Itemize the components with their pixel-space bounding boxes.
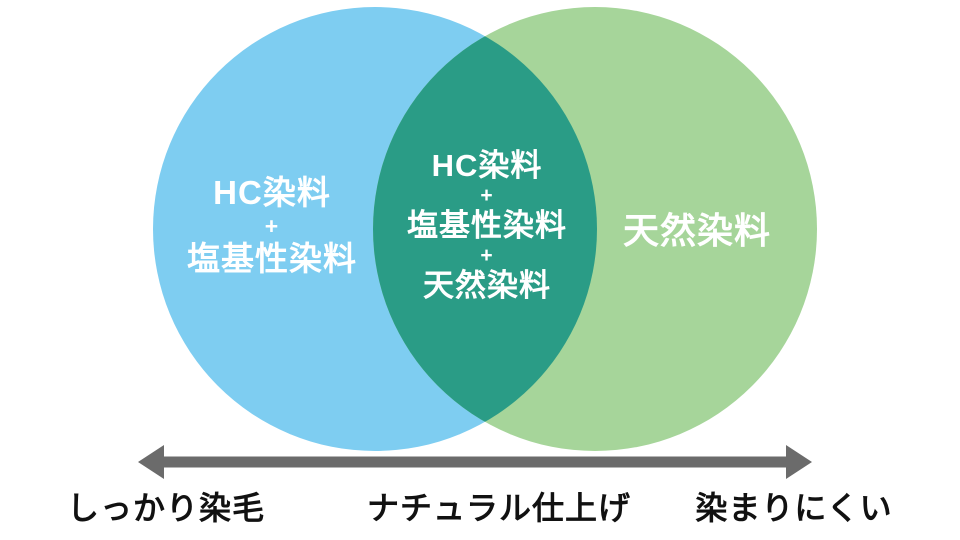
overlap-label-plus-1: +: [480, 184, 494, 207]
overlap-region: [373, 7, 597, 451]
right-circle-label: 天然染料: [622, 210, 772, 251]
overlap-label-line-1: HC染料: [431, 148, 543, 183]
overlap-label: HC染料 + 塩基性染料 + 天然染料: [407, 149, 567, 303]
overlap-label-plus-2: +: [480, 244, 494, 267]
axis-label-right: 染まりにくい: [695, 490, 893, 526]
overlap-label-line-3: 天然染料: [423, 268, 551, 303]
axis-label-left: しっかり染毛: [66, 490, 266, 526]
left-label-line-1: HC染料: [213, 174, 331, 211]
left-label-line-2: 塩基性染料: [187, 240, 357, 277]
spectrum-double-arrow: [138, 445, 812, 479]
left-label-plus: +: [264, 213, 280, 239]
overlap-label-line-2: 塩基性染料: [407, 208, 567, 243]
axis-label-center: ナチュラル仕上げ: [366, 490, 632, 526]
left-circle-label: HC染料 + 塩基性染料: [187, 174, 357, 278]
